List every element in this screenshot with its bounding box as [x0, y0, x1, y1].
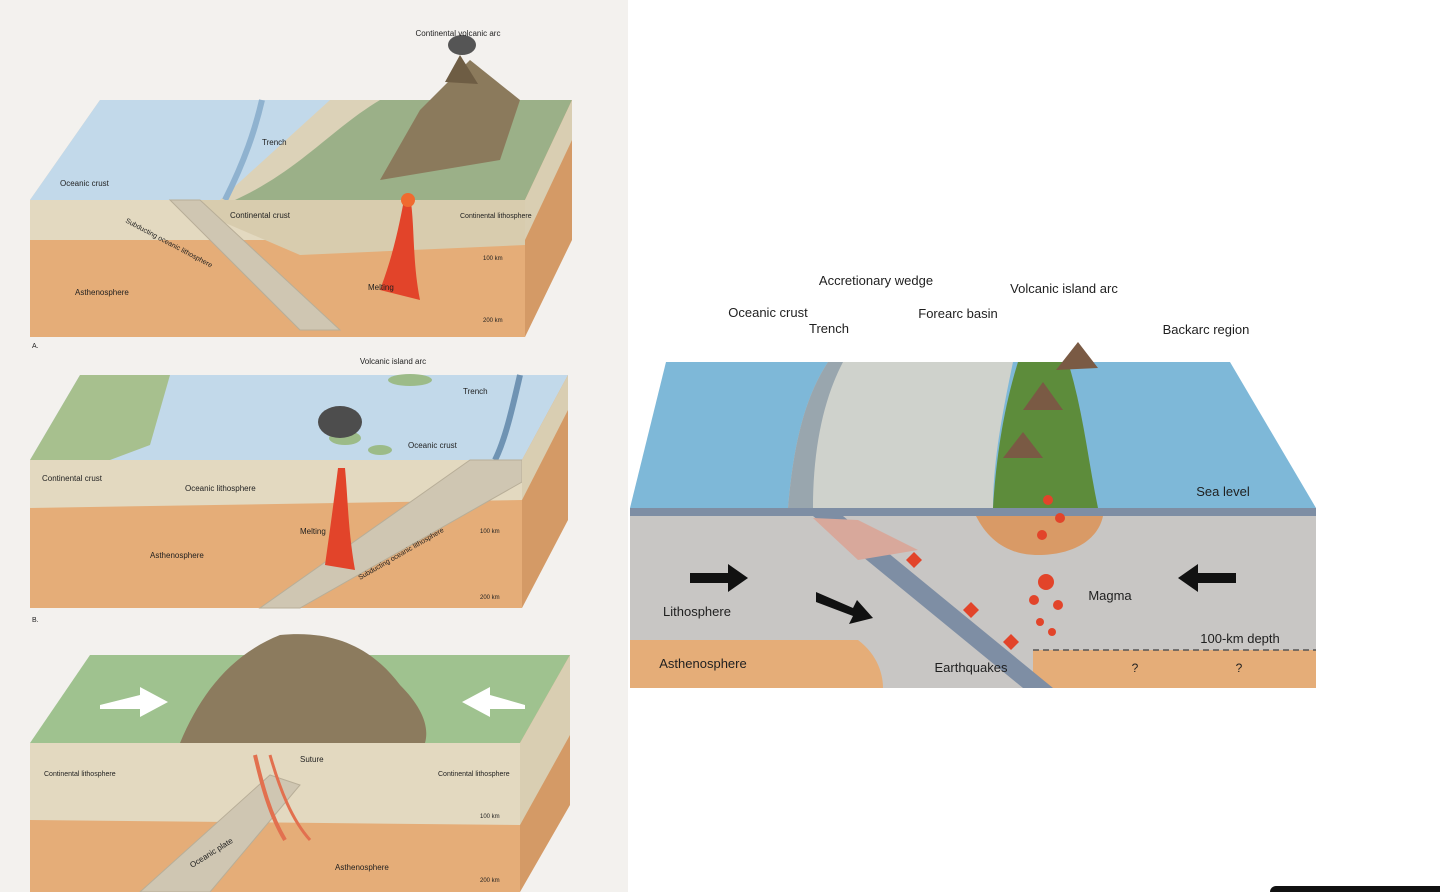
- continental-crust-block: [195, 200, 525, 255]
- subduction-cross-section-diagram: Oceanic crust Trench Accretionary wedge …: [630, 273, 1316, 688]
- label-continental-volcanic-arc: Continental volcanic arc: [416, 29, 501, 38]
- label-accretionary-wedge: Accretionary wedge: [819, 273, 933, 288]
- panel-a-continental-arc-diagram: Continental volcanic arc Trench Oceanic …: [30, 29, 572, 350]
- arrow-left-icon: [1178, 564, 1236, 592]
- label-trench: Trench: [463, 387, 488, 396]
- label-oceanic-crust: Oceanic crust: [728, 305, 808, 320]
- label-oceanic-crust: Oceanic crust: [60, 179, 110, 188]
- label-depth-200: 200 km: [480, 878, 500, 884]
- label-continental-crust: Continental crust: [230, 211, 291, 220]
- label-trench: Trench: [809, 321, 849, 336]
- label-depth-200: 200 km: [483, 318, 503, 324]
- label-continental-lithosphere: Continental lithosphere: [460, 213, 532, 220]
- label-volcanic-island-arc: Volcanic island arc: [360, 357, 426, 366]
- label-asthenosphere: Asthenosphere: [75, 288, 129, 297]
- label-suture: Suture: [300, 755, 324, 764]
- melting-magma: [380, 195, 420, 300]
- label-lithosphere: Lithosphere: [663, 604, 731, 619]
- melting-magma: [325, 468, 355, 570]
- subducting-plate: [813, 516, 1053, 688]
- magma-blob: [1038, 574, 1054, 590]
- volcano-cone: [445, 55, 478, 84]
- subducting-slab: [168, 199, 342, 331]
- earthquake-marker: [1003, 634, 1019, 650]
- label-backarc-region: Backarc region: [1163, 322, 1250, 337]
- label-continental-crust: Continental crust: [42, 474, 103, 483]
- label-volcanic-island-arc: Volcanic island arc: [1010, 281, 1118, 296]
- mountain-range: [380, 60, 520, 180]
- label-trench: Trench: [262, 138, 287, 147]
- volcano: [1056, 342, 1098, 370]
- suture-zone: [253, 754, 287, 842]
- label-depth-100: 100 km: [480, 529, 500, 535]
- oceanic-crust-strip: [630, 508, 1316, 516]
- label-asthenosphere: Asthenosphere: [150, 551, 204, 560]
- earthquake-marker: [906, 552, 922, 568]
- eruption-plume: [318, 406, 362, 438]
- forearc-basin: [788, 362, 1013, 508]
- label-depth-200: 200 km: [480, 595, 500, 601]
- oceanic-plate-slab: [139, 774, 301, 892]
- arrow-right-icon: [690, 564, 748, 592]
- ocean-surface: [30, 375, 568, 460]
- trench-line: [222, 99, 265, 202]
- label-asthenosphere: Asthenosphere: [335, 863, 389, 872]
- trench-line: [492, 374, 523, 462]
- label-earthquakes: Earthquakes: [935, 660, 1008, 675]
- panel-letter-b: B.: [32, 617, 39, 624]
- volcanic-island-arc: [993, 362, 1098, 508]
- asthenosphere-left: [630, 640, 883, 688]
- label-oceanic-lithosphere: Oceanic lithosphere: [185, 484, 256, 493]
- panel-letter-a: A.: [32, 343, 39, 350]
- label-unknown-2: ?: [1236, 661, 1243, 675]
- label-melting: Melting: [300, 527, 326, 536]
- label-magma: Magma: [1088, 588, 1132, 603]
- accretionary-wedge: [788, 362, 843, 508]
- label-sea-level: Sea level: [1196, 484, 1250, 499]
- label-asthenosphere: Asthenosphere: [659, 656, 746, 671]
- label-continental-lithosphere-right: Continental lithosphere: [438, 771, 510, 778]
- panel-c-collision-diagram: Suture Continental lithosphere Continent…: [30, 634, 570, 892]
- arrow-left-icon: [462, 687, 525, 717]
- asthenosphere-right: [1033, 650, 1316, 688]
- mountain-range: [180, 634, 427, 743]
- wedge-faults: [813, 518, 918, 560]
- label-oceanic-crust: Oceanic crust: [408, 441, 458, 450]
- corner-bar: [1270, 886, 1440, 892]
- label-100-km-depth: 100-km depth: [1200, 631, 1280, 646]
- island: [388, 374, 432, 386]
- label-continental-lithosphere-left: Continental lithosphere: [44, 771, 116, 778]
- label-melting: Melting: [368, 283, 394, 292]
- continent-terrain: [30, 375, 170, 460]
- arrow-right-icon: [100, 687, 168, 717]
- island: [368, 445, 392, 455]
- label-unknown-1: ?: [1132, 661, 1139, 675]
- oceanic-lithosphere-band: [30, 460, 522, 508]
- earthquake-marker: [963, 602, 979, 618]
- arrow-down-right-icon: [816, 592, 873, 624]
- subducting-slab: [258, 459, 523, 609]
- label-depth-100: 100 km: [483, 256, 503, 262]
- eruption-plume: [448, 35, 476, 55]
- label-forearc-basin: Forearc basin: [918, 306, 997, 321]
- panel-b-island-arc-diagram: Volcanic island arc Trench Oceanic crust…: [30, 357, 568, 624]
- label-depth-100: 100 km: [480, 814, 500, 820]
- magma-chamber: [401, 193, 415, 207]
